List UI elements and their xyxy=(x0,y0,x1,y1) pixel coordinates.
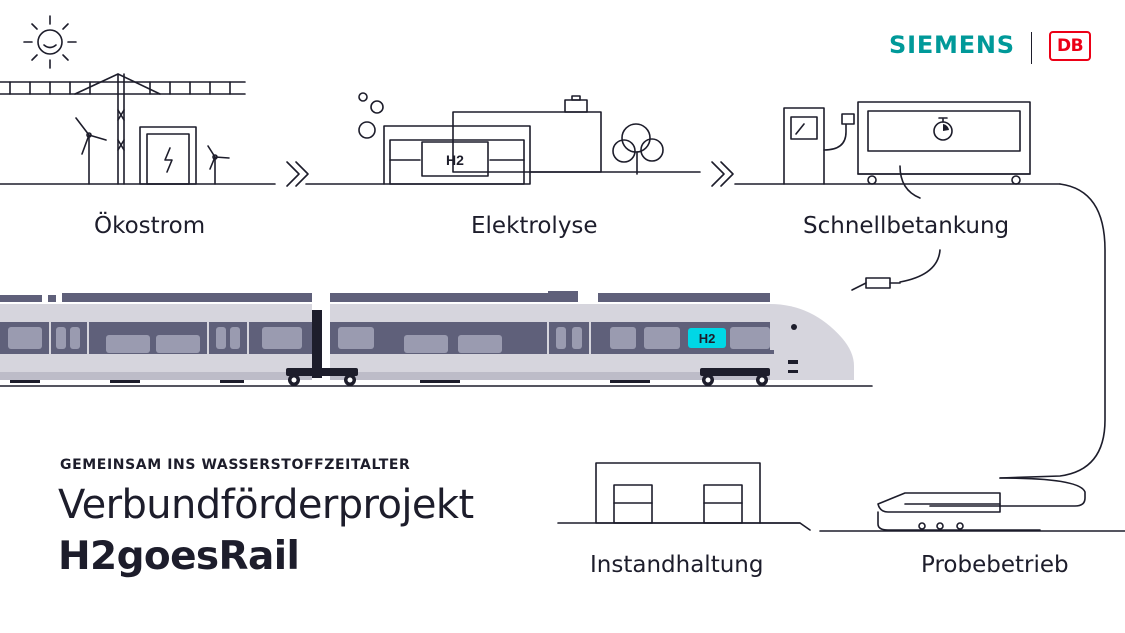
lightning-icon xyxy=(164,147,173,173)
chevron-right-icon xyxy=(711,161,734,187)
tank-h2-label: H2 xyxy=(446,152,464,168)
wind-turbine-icon xyxy=(75,117,230,185)
step-label-probebetrieb: Probebetrieb xyxy=(921,552,1069,578)
step-label-schnellbetankung: Schnellbetankung xyxy=(803,213,1010,239)
chevron-right-icon xyxy=(286,161,309,187)
sun-icon xyxy=(23,15,77,69)
solar-rack-icon xyxy=(0,73,246,185)
db-logo: DB xyxy=(1049,31,1091,61)
fuel-pump-icon xyxy=(783,107,855,185)
depot-building xyxy=(557,462,811,531)
kicker-text: GEMEINSAM INS WASSERSTOFFZEITALTER xyxy=(60,457,411,473)
stopwatch-icon xyxy=(933,117,953,141)
headline-title: Verbundförderprojekt xyxy=(58,482,474,528)
train-h2-badge: H2 xyxy=(699,331,716,346)
h2-train xyxy=(0,291,854,386)
tank-wagon xyxy=(857,101,1031,185)
step-label-oekostrom: Ökostrom xyxy=(94,213,206,239)
logo-divider xyxy=(1031,32,1032,64)
bubbles-icon xyxy=(358,92,384,139)
step-label-instandhaltung: Instandhaltung xyxy=(590,552,764,578)
power-box xyxy=(139,126,197,185)
siemens-logo: SIEMENS xyxy=(889,31,1015,59)
electrolysis-building xyxy=(383,95,602,185)
step-label-elektrolyse: Elektrolyse xyxy=(471,213,598,239)
nozzle-icon xyxy=(851,277,901,291)
tree-icon xyxy=(612,123,664,175)
mini-train xyxy=(819,492,1125,532)
headline-project-name: H2goesRail xyxy=(58,534,300,579)
